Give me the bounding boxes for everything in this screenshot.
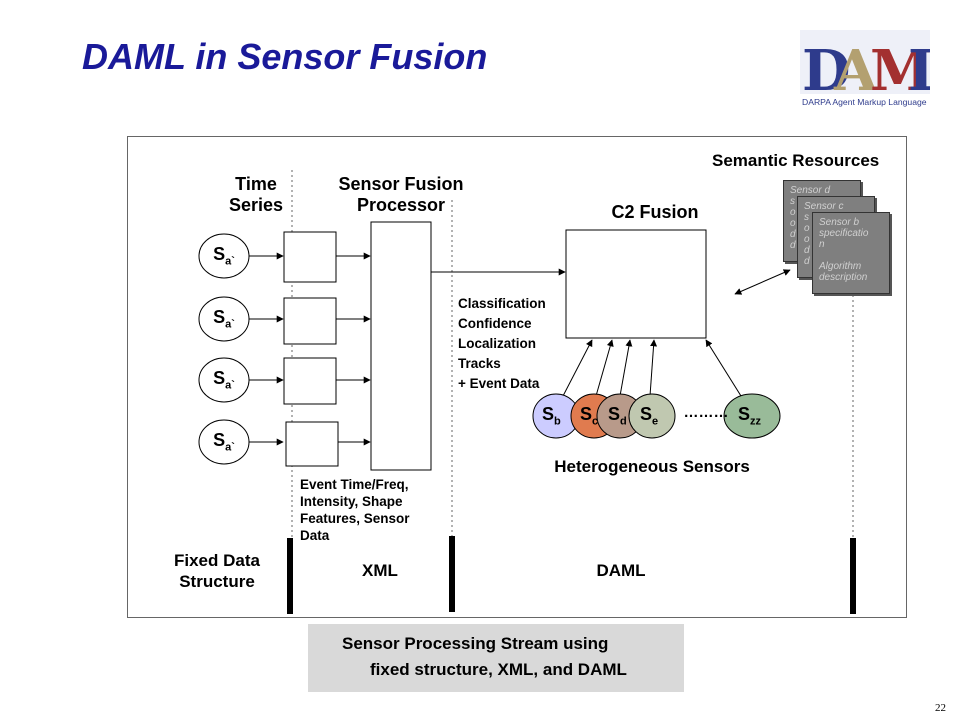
xml-label: XML [362, 561, 398, 580]
time-series-sensor-label-4: Sa` [213, 430, 235, 454]
outputs-label: Classification Confidence Localization T… [458, 296, 546, 391]
sensor-c-label: Sc [580, 404, 599, 428]
sensor-b-label: Sb [542, 404, 561, 428]
sensor-zz-circle [723, 393, 781, 439]
time-series-sensor-1 [198, 231, 371, 283]
c2-fusion-label: C2 Fusion [611, 202, 699, 222]
time-series-label: Time Series [228, 174, 284, 215]
buffer-box-2 [283, 297, 337, 345]
sensor-fusion-processor-label: Sensor Fusion Processor [338, 174, 464, 215]
thick-bar-xml [449, 536, 455, 612]
time-series-group [198, 231, 371, 467]
caption-box: Sensor Processing Stream using fixed str… [308, 624, 684, 692]
event-data-label: Event Time/Freq, Intensity, Shape Featur… [300, 477, 410, 543]
daml-label: DAML [596, 561, 646, 580]
heterogeneous-sensors-label: Heterogeneous Sensors [554, 457, 750, 476]
caption-line-2: fixed structure, XML, and DAML [370, 660, 627, 679]
sensor-d-label: Sd [608, 404, 627, 428]
buffer-box-1 [283, 231, 337, 283]
svg-text:M: M [870, 38, 930, 104]
page-number: 22 [935, 702, 946, 714]
daml-logo: D A M L DARPA Agent Markup Language [800, 30, 930, 107]
time-series-sensor-label-3: Sa` [213, 368, 235, 392]
time-series-sensor-4 [198, 419, 371, 467]
semantic-resources-label: Semantic Resources [712, 151, 880, 170]
c2-fusion-box [565, 229, 707, 339]
svg-text:D: D [802, 38, 851, 104]
sensor-e-circle [628, 393, 676, 439]
buffer-box-4 [285, 421, 339, 467]
ellipsis-label: ……… [683, 404, 729, 421]
time-series-sensor-2 [198, 296, 371, 345]
diagram-frame [127, 136, 907, 618]
caption-line-1: Sensor Processing Stream using [342, 634, 609, 653]
time-series-sensor-3 [198, 357, 371, 405]
svg-text:L: L [908, 38, 930, 104]
sensor-zz-label: Szz [738, 404, 762, 428]
slide-title: DAML in Sensor Fusion [82, 36, 488, 77]
time-series-sensor-label-1: Sa` [213, 244, 235, 268]
fixed-data-structure-label: Fixed Data Structure [174, 551, 260, 591]
time-series-sensor-label-2: Sa` [213, 307, 235, 331]
arrow-c2-semantic [734, 269, 791, 295]
logo-tagline: DARPA Agent Markup Language [802, 97, 927, 107]
thick-bar-daml [850, 538, 856, 614]
buffer-box-3 [283, 357, 337, 405]
svg-text:A: A [833, 38, 879, 104]
sensor-e-label: Se [640, 404, 659, 428]
sensor-fusion-processor-box [370, 221, 432, 471]
thick-bar-fixed [287, 538, 293, 614]
